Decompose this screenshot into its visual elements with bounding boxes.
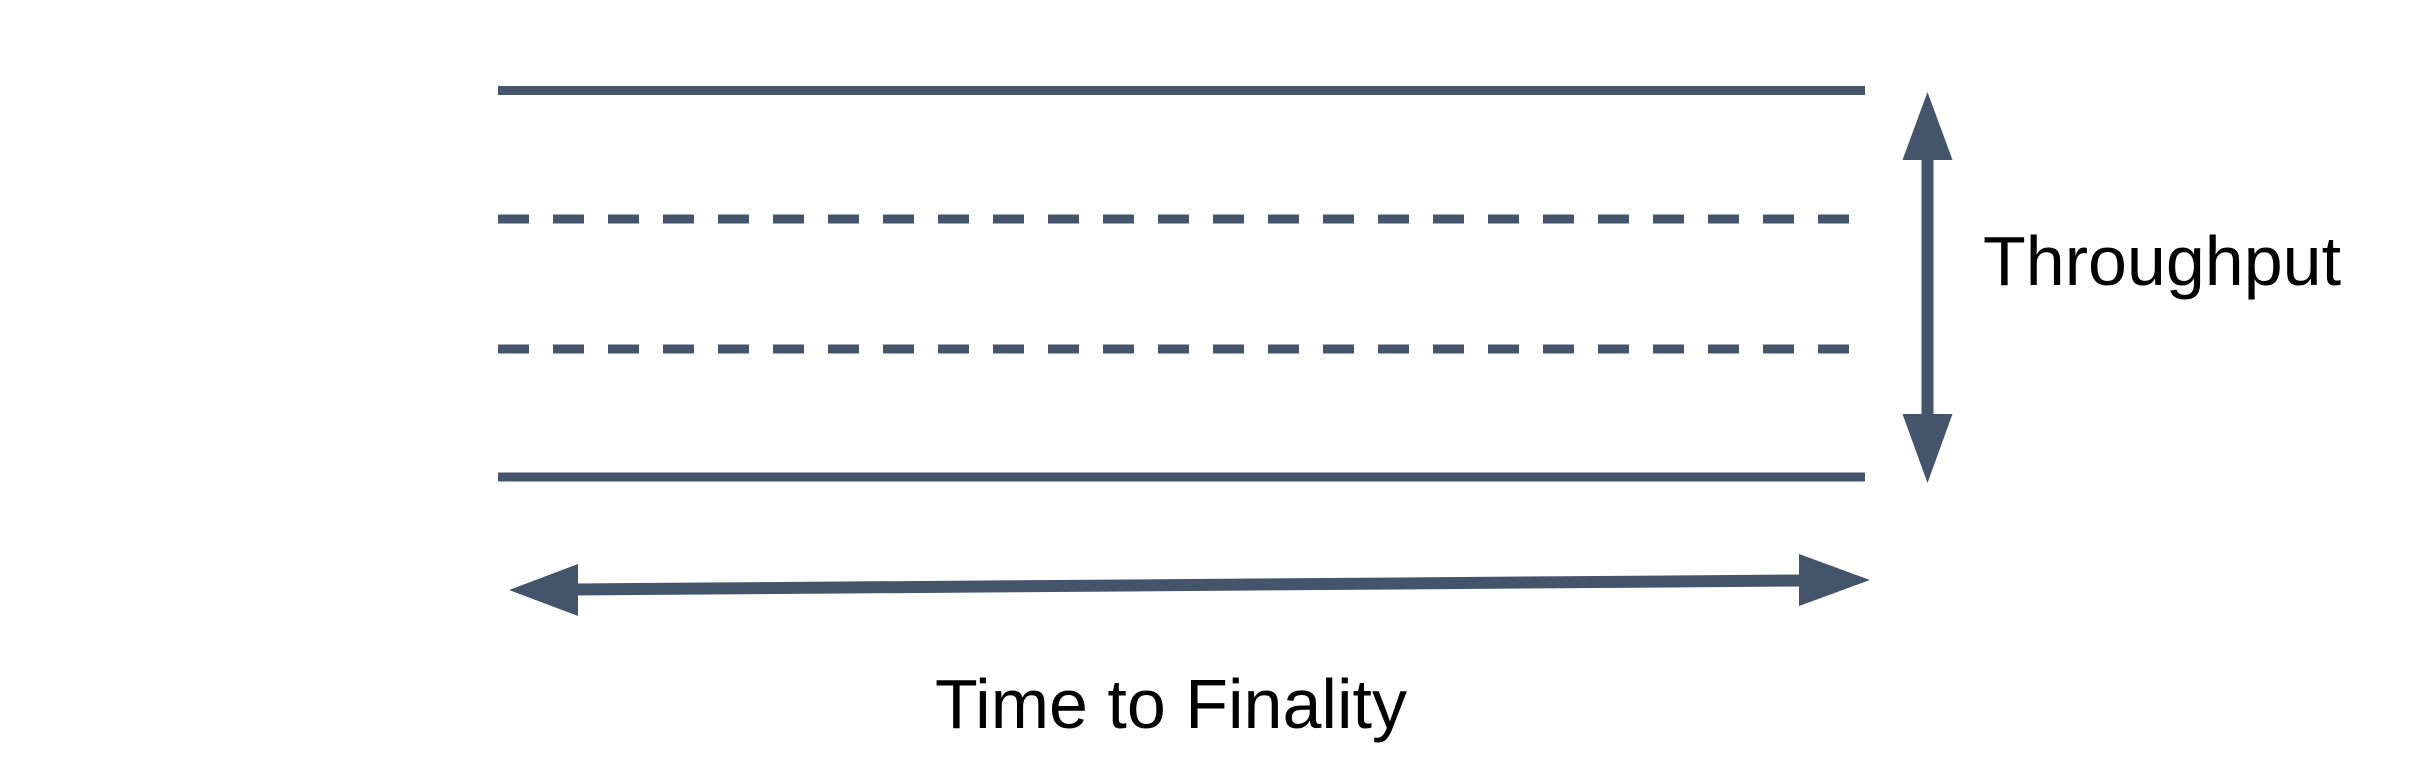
time-to-finality-arrow-left-head xyxy=(509,564,578,616)
time-to-finality-arrow-icon xyxy=(509,554,1870,616)
throughput-arrow-up-head xyxy=(1902,92,1953,160)
time-to-finality-arrow-shaft xyxy=(573,574,1804,596)
time-to-finality-arrow-right-head xyxy=(1799,554,1870,606)
throughput-arrow-icon xyxy=(1902,92,1953,483)
throughput-label: Throughput xyxy=(1983,222,2341,300)
throughput-arrow-down-head xyxy=(1902,414,1953,483)
time-to-finality-label: Time to Finality xyxy=(935,665,1407,743)
